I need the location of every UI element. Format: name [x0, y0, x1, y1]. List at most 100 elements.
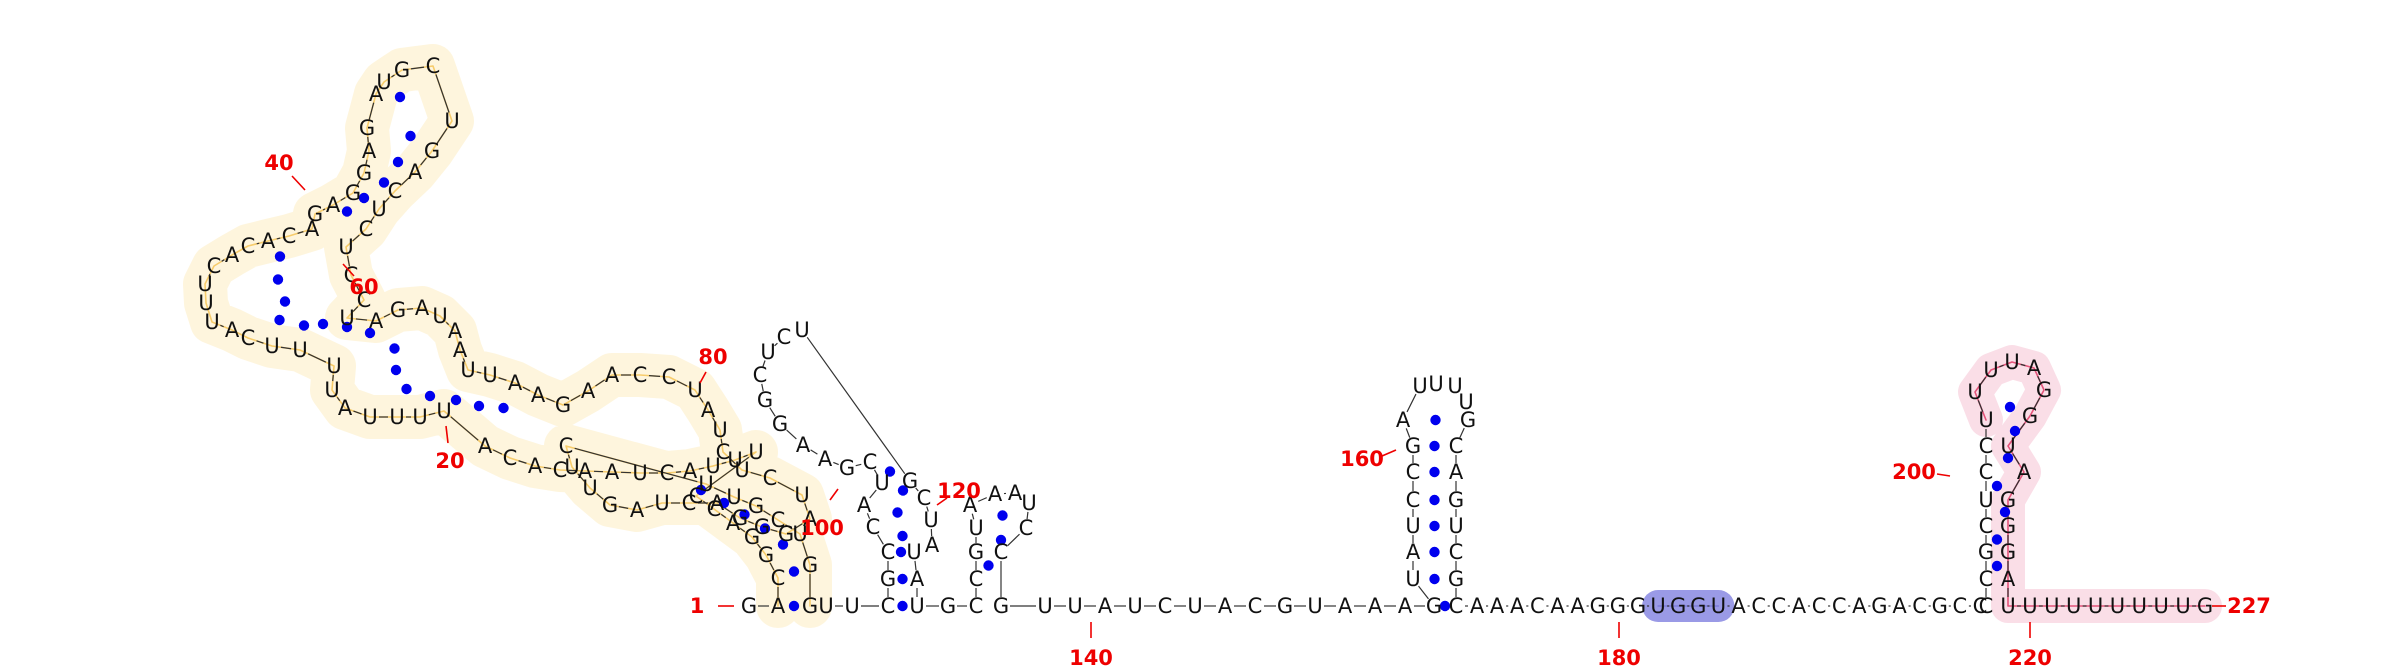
- backbone-link: [436, 128, 448, 144]
- base-pair-dot: [450, 394, 462, 406]
- nucleotide-48: U: [376, 70, 391, 94]
- nucleotide-76: U: [687, 378, 702, 402]
- base-pair-dot: [390, 364, 402, 376]
- nucleotide-70: A: [531, 383, 546, 407]
- nucleotide-191: A: [1852, 594, 1867, 618]
- backbone-link: [435, 74, 450, 113]
- nucleotide-6: A: [726, 511, 741, 535]
- nucleotide-93: U: [564, 455, 579, 479]
- position-number-80: 80: [698, 345, 727, 369]
- backbone-link: [1459, 427, 1465, 439]
- backbone-link: [618, 506, 629, 509]
- nucleotide-152: G: [1426, 594, 1442, 618]
- backbone-link: [769, 562, 775, 571]
- base-pair-dot: [401, 383, 412, 395]
- backbone-link: [450, 416, 479, 441]
- backbone-link: [410, 66, 425, 70]
- position-tick-60: [342, 263, 355, 277]
- position-number-20: 20: [435, 449, 464, 473]
- nucleotide-115: G: [757, 388, 773, 412]
- nucleotide-4: G: [758, 543, 774, 567]
- nucleotide-160: U: [1412, 374, 1427, 398]
- nucleotide-186: C: [1751, 594, 1766, 618]
- nucleotide-28: U: [292, 338, 307, 362]
- nucleotide-68: U: [482, 363, 497, 387]
- nucleotide-220: U: [2044, 594, 2059, 618]
- nucleotide-9: U: [748, 440, 763, 464]
- backbone-link: [713, 487, 727, 494]
- nucleotide-80: U: [734, 458, 749, 482]
- nucleotide-143: C: [1158, 594, 1173, 618]
- nucleotide-118: C: [777, 325, 792, 349]
- base-pair-dot: [498, 402, 509, 414]
- nucleotide-198: C: [1979, 594, 1994, 618]
- nucleotide-25: A: [338, 396, 353, 420]
- nucleotide-189: C: [1812, 594, 1827, 618]
- nucleotide-83: A: [803, 507, 818, 531]
- nucleotide-105: G: [880, 567, 896, 591]
- backbone-link: [2020, 363, 2026, 367]
- nucleotide-22: U: [412, 405, 427, 429]
- nucleotide-99: U: [792, 522, 807, 546]
- backbone-link: [869, 489, 877, 499]
- base-pair-dot: [424, 390, 436, 402]
- nucleotide-194: C: [1912, 594, 1927, 618]
- backbone-link: [702, 456, 750, 492]
- base-pair-dot: [358, 192, 370, 204]
- nucleotide-1: G: [741, 594, 757, 618]
- position-number-1: 1: [690, 594, 705, 618]
- backbone-link: [445, 321, 450, 326]
- nucleotide-169: C: [1449, 540, 1464, 564]
- nucleotide-147: G: [1277, 594, 1293, 618]
- backbone-link: [810, 449, 818, 455]
- position-number-160: 160: [1340, 447, 1384, 471]
- backbone-link: [498, 377, 507, 381]
- backbone-link: [370, 216, 375, 222]
- nucleotide-40: A: [305, 217, 320, 241]
- nucleotide-101: G: [802, 594, 818, 618]
- backbone-link: [926, 506, 929, 512]
- nucleotide-179: G: [1610, 594, 1626, 618]
- backbone-link: [720, 513, 727, 519]
- base-pair-dot: [341, 206, 353, 217]
- backbone-link: [391, 74, 395, 78]
- backbone-link: [1979, 376, 1987, 386]
- base-pair-dot: [405, 130, 416, 142]
- nucleotide-158: G: [1405, 434, 1421, 458]
- backbone-link: [336, 396, 341, 402]
- nucleotide-178: G: [1590, 594, 1606, 618]
- backbone-link: [355, 318, 368, 321]
- base-pair-dot: [759, 523, 771, 534]
- nucleotide-66: A: [453, 338, 468, 362]
- nucleotide-131: U: [968, 516, 983, 540]
- nucleotide-137: C: [994, 540, 1009, 564]
- nucleotide-77: A: [701, 398, 716, 422]
- nucleotide-81: C: [763, 466, 778, 490]
- backbone-link: [855, 463, 862, 467]
- backbone-link: [720, 438, 723, 444]
- backbone-link: [729, 457, 736, 465]
- nucleotide-7: C: [707, 497, 722, 521]
- nucleotide-53: A: [408, 160, 423, 184]
- base-pair-dot: [2002, 452, 2014, 464]
- base-pair-dot: [389, 343, 400, 354]
- terminator-highlight-outline: [1974, 361, 2206, 607]
- nucleotide-221: U: [2066, 594, 2081, 618]
- nucleotide-75: C: [662, 365, 677, 389]
- nucleotide-218: U: [2000, 594, 2015, 618]
- nucleotide-61: A: [369, 309, 384, 333]
- nucleotide-226: U: [2175, 594, 2190, 618]
- backbone-link: [307, 353, 327, 363]
- nucleotide-37: C: [241, 234, 256, 258]
- nucleotide-165: C: [1449, 434, 1464, 458]
- backbone-link: [420, 157, 427, 166]
- nucleotide-21: U: [436, 399, 451, 423]
- nucleotide-123: A: [925, 533, 940, 557]
- nucleotide-171: C: [1449, 594, 1464, 618]
- nucleotide-140: U: [1067, 594, 1082, 618]
- nucleotide-184: U: [1711, 594, 1726, 618]
- backbone-link: [785, 524, 793, 530]
- nucleotide-35: C: [207, 254, 222, 278]
- nucleotide-73: A: [605, 363, 620, 387]
